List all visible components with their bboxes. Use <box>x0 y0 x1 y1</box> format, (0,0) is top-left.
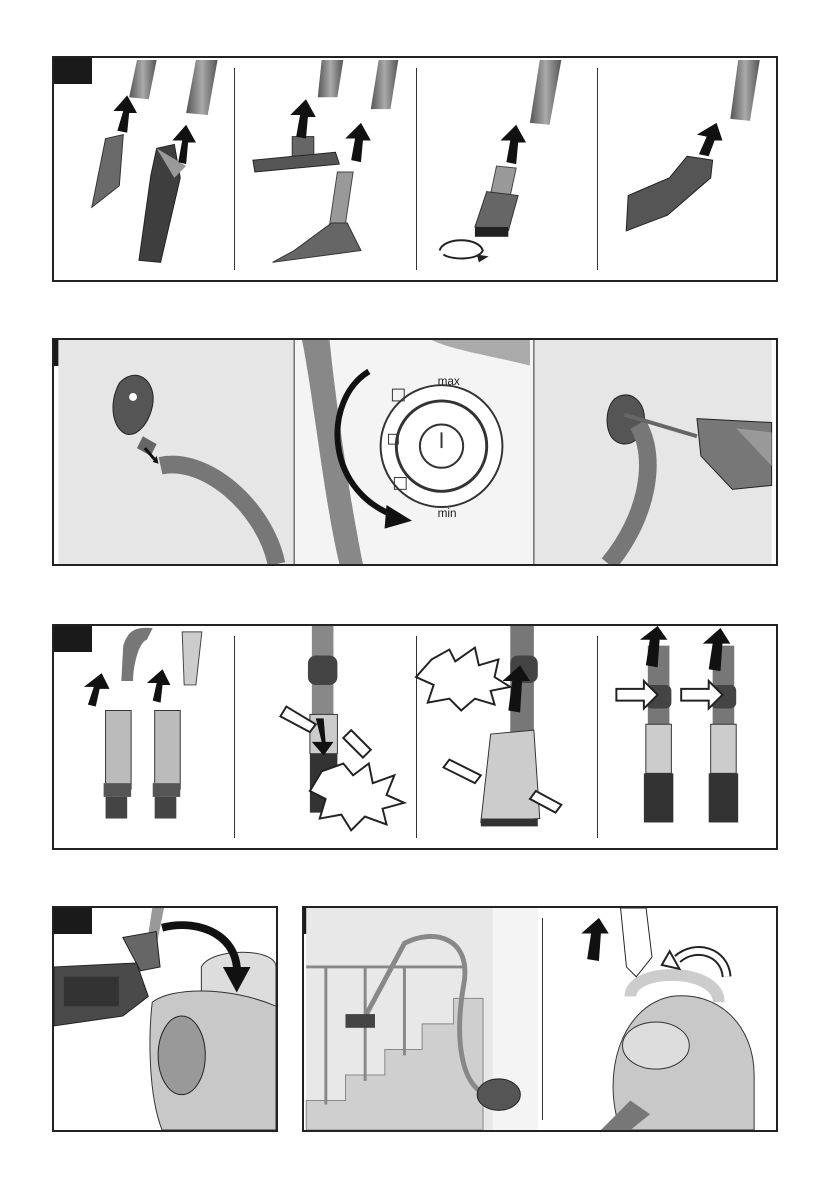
arrow-up-icon <box>500 125 526 164</box>
arrow-up-icon <box>113 95 196 164</box>
panel-suction-power: max min <box>52 338 778 566</box>
suction-illustration: max min <box>54 340 776 564</box>
panel-accessories <box>52 56 778 282</box>
dial-max-label: max <box>438 375 460 388</box>
arrow-up-icon <box>697 123 723 156</box>
panel-telescopic-tube <box>52 624 778 850</box>
stairs-carry-illustration <box>304 908 776 1130</box>
release-button-icon <box>280 626 404 830</box>
vacuum-parking-icon <box>54 908 276 1130</box>
carry-handle-icon <box>581 908 754 1130</box>
panel-stairs-carry <box>302 906 778 1132</box>
stairs-cleaning-icon <box>306 908 538 1130</box>
upholstery-nozzle-icon <box>253 60 398 262</box>
dusting-brush-icon <box>440 60 562 262</box>
wide-nozzle-icon <box>626 60 760 231</box>
crevice-tool-icon <box>92 60 218 262</box>
panel-parking <box>52 906 278 1132</box>
tube-illustration <box>54 626 776 848</box>
dial-min-label: min <box>438 507 457 520</box>
click-sound-icon <box>416 626 561 826</box>
tube-connector-icon <box>104 628 202 819</box>
telescopic-adjust-icon <box>616 626 738 822</box>
accessories-illustration <box>54 58 776 280</box>
